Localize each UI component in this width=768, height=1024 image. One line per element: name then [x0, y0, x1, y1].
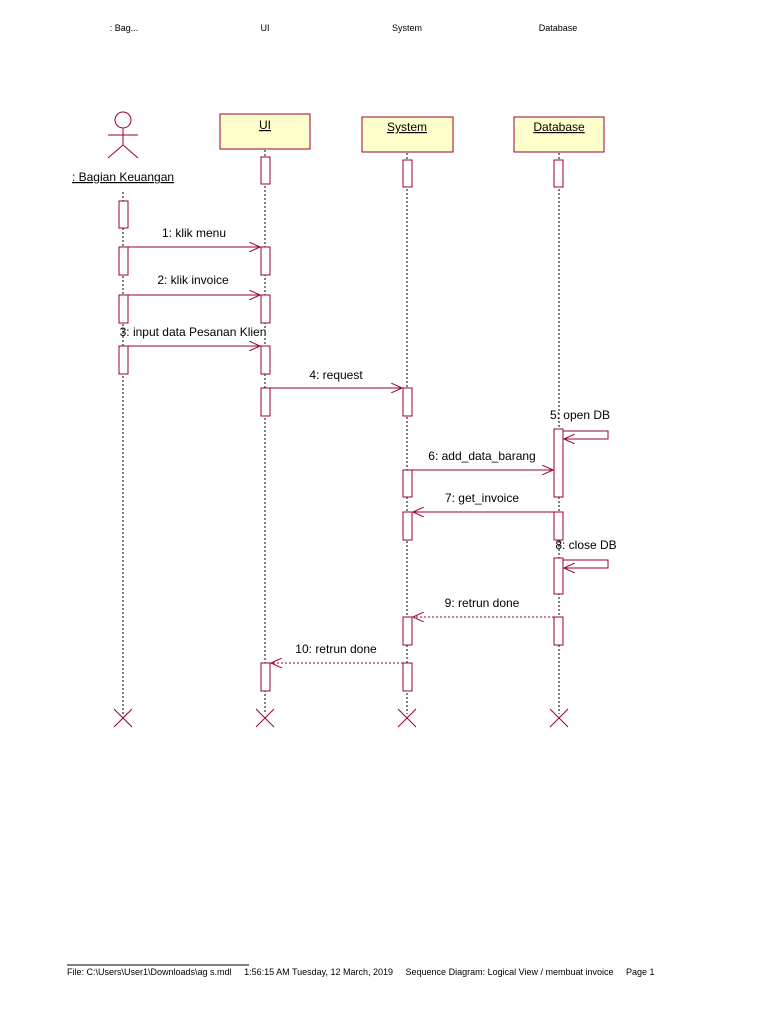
- activation-system-1: [402, 387, 413, 417]
- activation-ui-1: [260, 246, 271, 276]
- activation-system-3: [402, 511, 413, 541]
- activation-actor-1: [118, 200, 129, 229]
- activation-ui-4: [260, 387, 271, 417]
- message-5-self-arrow: [563, 430, 609, 439]
- footer-page: Page 1: [626, 967, 655, 977]
- object-system-label: System: [387, 120, 427, 134]
- activation-database-4: [553, 616, 564, 646]
- activation-actor-4: [118, 345, 129, 375]
- activation-database-2: [553, 511, 564, 541]
- header-actor: : Bag...: [109, 23, 139, 33]
- message-2-label: 2: klik invoice: [157, 273, 229, 287]
- destroy-actor-icon: [113, 708, 133, 728]
- page-footer: File: C:\Users\User1\Downloads\ag s.mdl …: [67, 967, 665, 977]
- activation-ui-5: [260, 662, 271, 692]
- header-ui: UI: [260, 23, 270, 33]
- header-database: Database: [538, 23, 578, 33]
- activation-system-0: [402, 159, 413, 188]
- message-8-label: 8: close DB: [555, 538, 616, 552]
- footer-file: File: C:\Users\User1\Downloads\ag s.mdl: [67, 967, 232, 977]
- activation-actor-2: [118, 246, 129, 276]
- message-6-label: 6: add_data_barang: [428, 449, 535, 463]
- message-3-label: 3: input data Pesanan Klien: [120, 325, 267, 339]
- activation-ui-3: [260, 345, 271, 375]
- activation-system-5: [402, 662, 413, 692]
- activation-system-2: [402, 469, 413, 498]
- header-system: System: [391, 23, 423, 33]
- object-system: System: [361, 116, 454, 153]
- message-9-label: 9: retrun done: [445, 596, 520, 610]
- actor-icon: [107, 111, 139, 159]
- actor-label: : Bagian Keuangan: [72, 170, 174, 184]
- activation-actor-3: [118, 294, 129, 324]
- activation-ui-0: [260, 156, 271, 185]
- object-ui-label: UI: [259, 118, 271, 132]
- activation-ui-2: [260, 294, 271, 324]
- message-1-label: 1: klik menu: [162, 226, 226, 240]
- message-7-label: 7: get_invoice: [445, 491, 519, 505]
- activation-database-1: [553, 428, 564, 498]
- message-8-self-arrow: [563, 559, 609, 568]
- message-10-label: 10: retrun done: [295, 642, 377, 656]
- footer-title: Sequence Diagram: Logical View / membuat…: [405, 967, 614, 977]
- message-5-label: 5: open DB: [550, 408, 610, 422]
- object-database-label: Database: [533, 120, 585, 134]
- activation-database-0: [553, 159, 564, 188]
- object-database: Database: [513, 116, 605, 153]
- destroy-ui-icon: [255, 708, 275, 728]
- destroy-database-icon: [549, 708, 569, 728]
- footer-time: 1:56:15 AM Tuesday, 12 March, 2019: [244, 967, 394, 977]
- activation-system-4: [402, 616, 413, 646]
- message-4-label: 4: request: [309, 368, 363, 382]
- activation-database-3: [553, 557, 564, 595]
- destroy-system-icon: [397, 708, 417, 728]
- object-ui: UI: [219, 113, 311, 150]
